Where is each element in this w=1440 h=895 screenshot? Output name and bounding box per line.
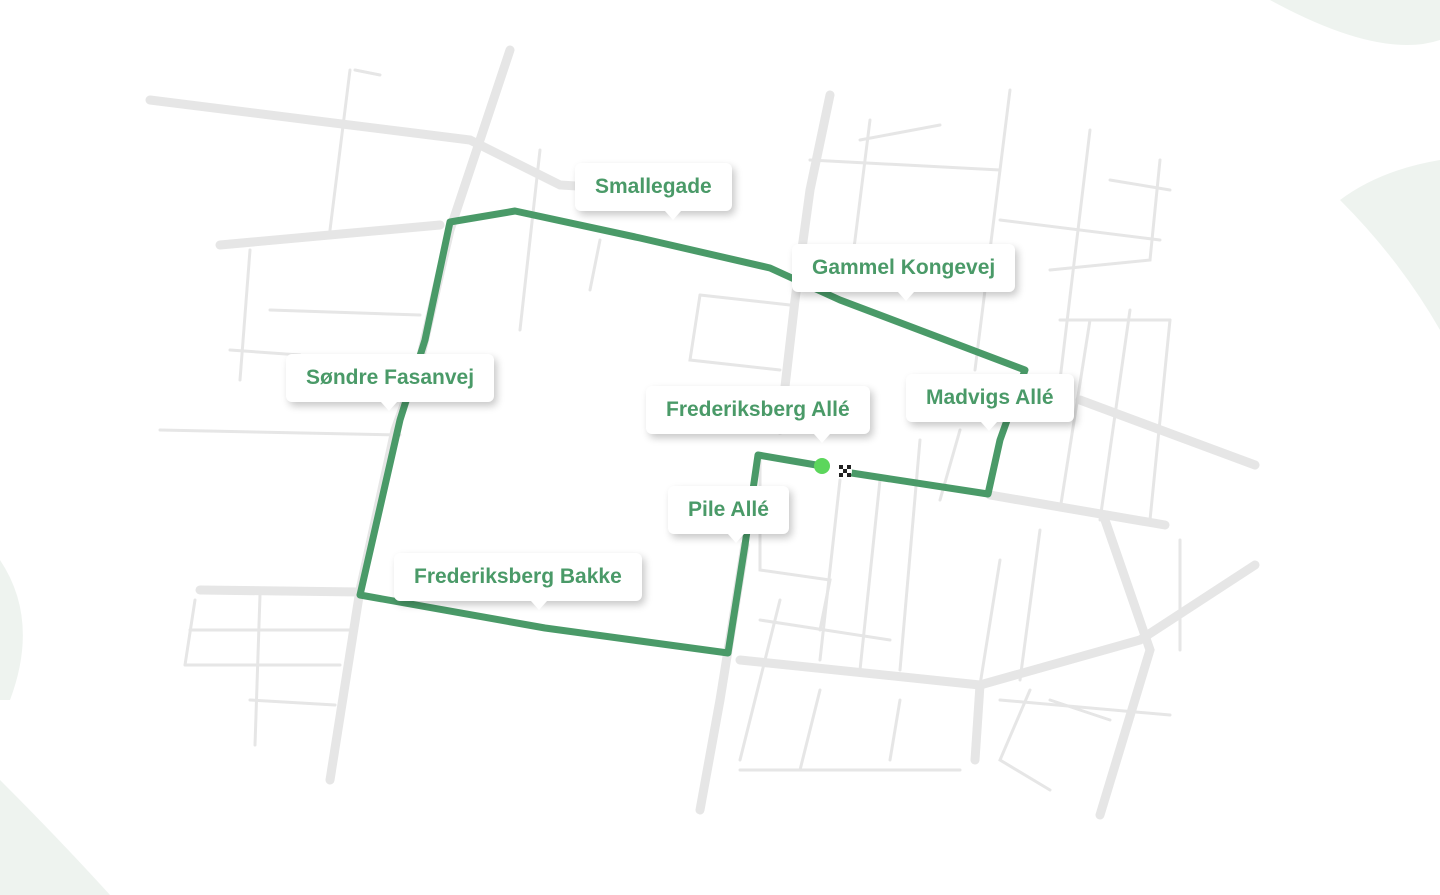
checkered-flag-icon[interactable] (838, 464, 852, 478)
street-label-smallegade[interactable]: Smallegade (575, 163, 732, 220)
street-label-frederiksberg-alle[interactable]: Frederiksberg Allé (646, 386, 870, 443)
street-label-gammel-kongevej[interactable]: Gammel Kongevej (792, 244, 1016, 301)
street-label-pile-alle[interactable]: Pile Allé (668, 486, 789, 543)
start-dot-icon[interactable] (814, 458, 830, 474)
street-label-madvigs-alle[interactable]: Madvigs Allé (906, 374, 1074, 431)
street-label-frederiksberg-bakke[interactable]: Frederiksberg Bakke (394, 553, 642, 610)
street-label-sondre-fasanvej[interactable]: Søndre Fasanvej (286, 354, 495, 411)
